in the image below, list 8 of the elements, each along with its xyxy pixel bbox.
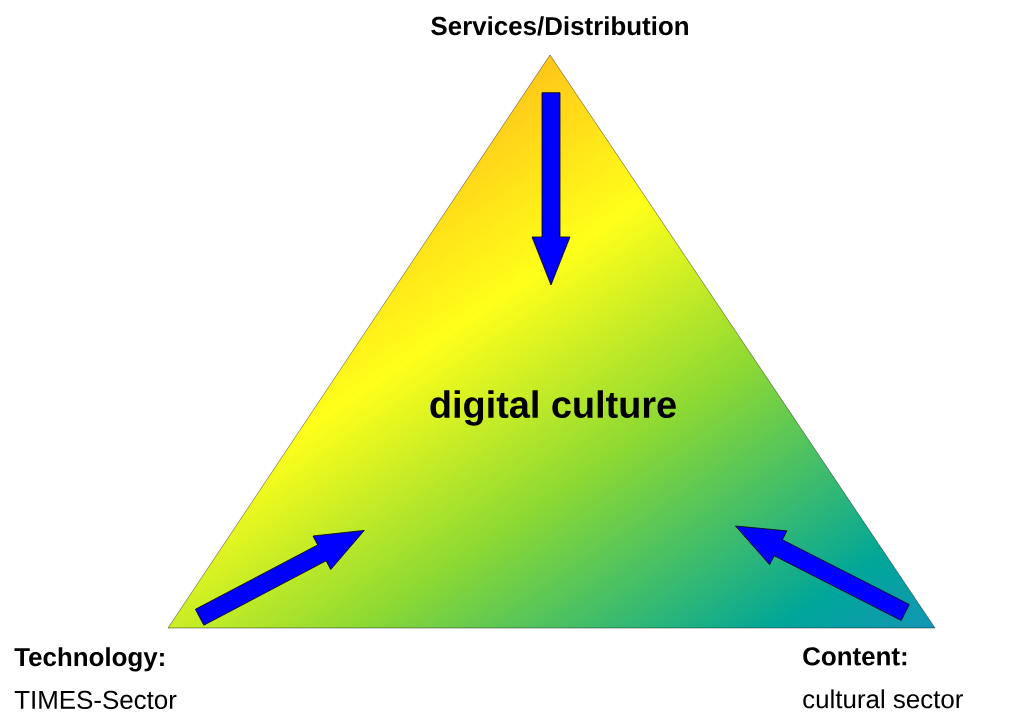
corner-label: Services/Distribution [431, 16, 688, 36]
triangle [167, 54, 936, 629]
center-label: digital culture [430, 390, 676, 426]
corner-label: Technology: TIMES-Sector [14, 647, 177, 710]
arrow [531, 92, 571, 286]
arrow [735, 525, 910, 621]
corner-label: Content: cultural sector [803, 647, 963, 709]
arrow [195, 530, 365, 626]
